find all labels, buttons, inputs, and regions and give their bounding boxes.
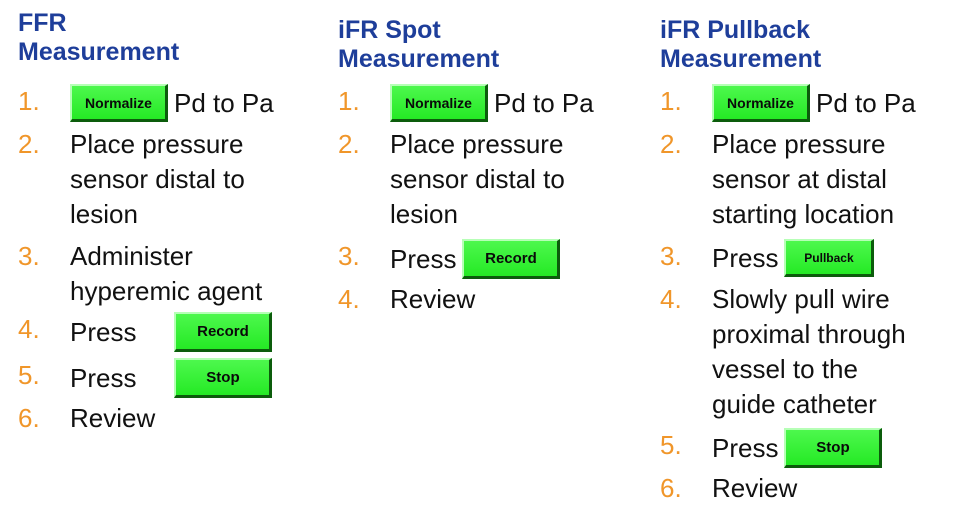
record-button[interactable]: Record	[462, 239, 561, 279]
step-number: 3.	[18, 241, 40, 271]
normalize-button[interactable]: Normalize	[712, 84, 810, 122]
record-button[interactable]: Record	[174, 312, 273, 352]
ffr-title: FFR Measurement	[18, 9, 179, 67]
step-text: Press	[70, 316, 137, 347]
stop-button[interactable]: Stop	[174, 358, 273, 398]
step-text-line: Administer	[70, 241, 193, 271]
step-text: Review	[70, 403, 156, 433]
step-text: Pd to Pa	[816, 87, 916, 118]
step-text-line: lesion	[390, 199, 458, 229]
step-text-line: Place pressure	[70, 129, 244, 159]
step-text: Review	[390, 284, 476, 314]
step-number: 5.	[18, 360, 40, 390]
step-text: Pd to Pa	[174, 87, 274, 118]
ffr-title-line2: Measurement	[18, 38, 180, 66]
step-text-line: hyperemic agent	[70, 276, 263, 306]
step-text-line: starting location	[712, 199, 895, 229]
step-number: 6.	[660, 473, 682, 503]
step-number: 2.	[338, 129, 360, 159]
ifr-pullback-title-line1: iFR Pullback	[660, 16, 811, 44]
step-number: 4.	[18, 314, 40, 344]
ifr-pullback-title: iFR Pullback Measurement	[660, 16, 821, 74]
step-number: 3.	[338, 241, 360, 271]
ifr-spot-title-line2: Measurement	[338, 45, 500, 73]
step-text-line: vessel to the	[712, 354, 858, 384]
normalize-button[interactable]: Normalize	[390, 84, 488, 122]
step-text: Press	[712, 242, 779, 273]
normalize-button[interactable]: Normalize	[70, 84, 168, 122]
ffr-title-line1: FFR	[18, 9, 67, 37]
step-text-line: Place pressure	[712, 129, 886, 159]
step-number: 4.	[338, 284, 360, 314]
step-text-line: lesion	[70, 199, 138, 229]
step-text-line: guide catheter	[712, 389, 877, 419]
step-text: Review	[712, 473, 798, 503]
ifr-spot-title-line1: iFR Spot	[338, 16, 441, 44]
step-number: 3.	[660, 241, 682, 271]
step-text-line: proximal through	[712, 319, 906, 349]
step-number: 5.	[660, 430, 682, 460]
step-text: Press	[712, 432, 779, 463]
pullback-button[interactable]: Pullback	[784, 239, 875, 277]
step-text-line: sensor distal to	[390, 164, 565, 194]
step-number: 2.	[18, 129, 40, 159]
step-text-line: Slowly pull wire	[712, 284, 890, 314]
step-number: 4.	[660, 284, 682, 314]
step-number: 1.	[660, 86, 682, 116]
step-number: 1.	[338, 86, 360, 116]
stop-button[interactable]: Stop	[784, 428, 883, 468]
ifr-spot-title: iFR Spot Measurement	[338, 16, 499, 74]
step-text-line: Place pressure	[390, 129, 564, 159]
step-text-line: sensor distal to	[70, 164, 245, 194]
step-text: Pd to Pa	[494, 87, 594, 118]
step-number: 1.	[18, 86, 40, 116]
step-text: Press	[390, 243, 457, 274]
step-number: 2.	[660, 129, 682, 159]
ifr-pullback-title-line2: Measurement	[660, 45, 822, 73]
step-number: 6.	[18, 403, 40, 433]
step-text: Press	[70, 362, 137, 393]
step-text-line: sensor at distal	[712, 164, 887, 194]
